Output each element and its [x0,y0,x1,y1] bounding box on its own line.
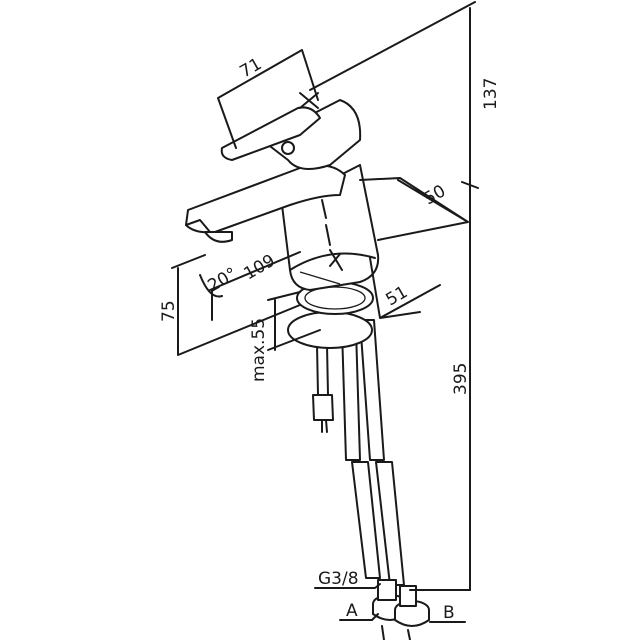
dim-395: 395 [451,363,471,395]
lower-washer [287,311,373,349]
inlet-a-label: A [346,601,358,621]
dim-75: 75 [159,300,179,322]
hose-b [359,319,405,586]
dim-109: 109 [241,251,279,285]
dim-max55: max.55 [249,318,269,382]
dim-50: 50 [421,181,450,209]
thread-label: G3/8 [318,569,359,589]
inlet-b-label: B [443,603,455,623]
dimension-lines [171,1,479,623]
dim-71: 71 [237,54,266,82]
dim-137: 137 [481,78,501,110]
faucet-handle [220,92,362,170]
dim-51: 51 [383,282,412,310]
connector-nuts [372,579,430,640]
hose-a [341,329,381,579]
